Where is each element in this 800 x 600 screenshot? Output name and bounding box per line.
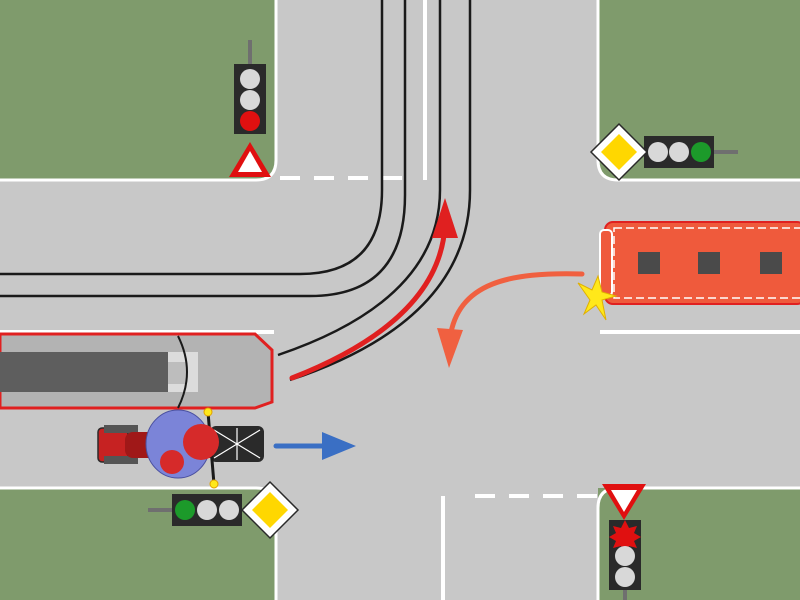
- vertical-road: [276, 0, 598, 600]
- rider-arm: [160, 450, 184, 474]
- tram: [0, 332, 274, 410]
- tram-path-arrow: [289, 198, 458, 381]
- give-way-sign-south-east: [602, 484, 646, 520]
- light-red-icon: [240, 69, 260, 89]
- bus: [599, 221, 800, 305]
- tram-rails: [0, 0, 472, 382]
- traffic-light-south-east: [609, 520, 641, 600]
- motorcycle: [97, 407, 264, 489]
- bus-path-arrow: [437, 271, 585, 368]
- traffic-light-north-east: [644, 136, 738, 168]
- priority-road-sign-north-east: [589, 122, 649, 182]
- bus-indicator-flash-icon: [577, 274, 618, 321]
- traffic-light-north-west: [234, 40, 266, 134]
- rider-helmet: [183, 424, 219, 460]
- motorcycle-path-arrow: [273, 432, 356, 460]
- priority-road-sign-south-west: [240, 480, 300, 540]
- traffic-light-south-west: [148, 494, 242, 526]
- give-way-sign-north-west: [229, 142, 271, 177]
